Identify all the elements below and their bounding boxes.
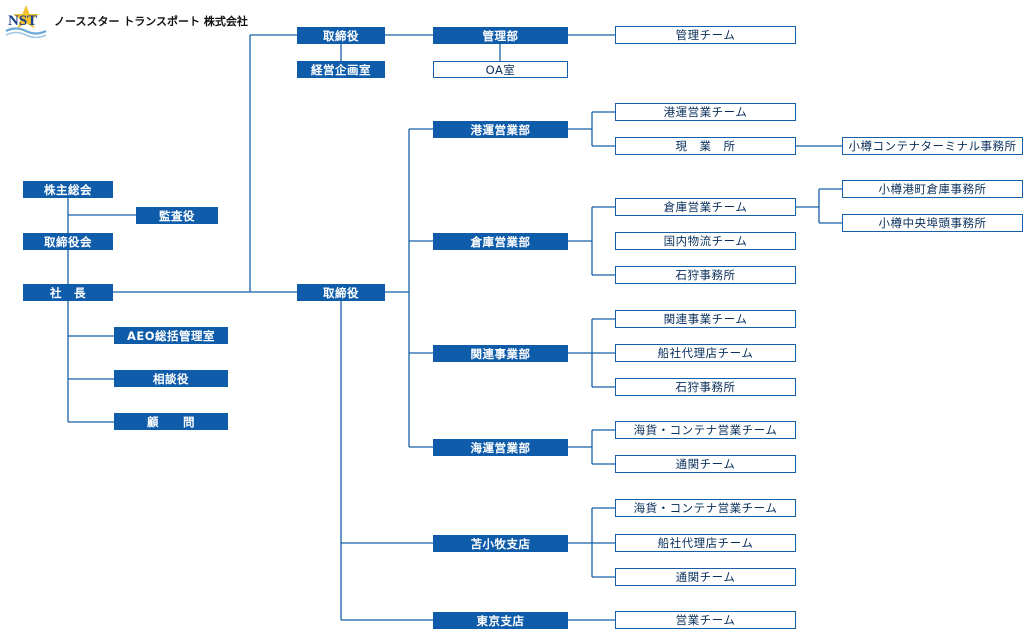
company-name: ノーススター トランスポート 株式会社	[54, 15, 248, 28]
company-logo: NST ノーススター トランスポート 株式会社	[4, 4, 248, 39]
site-office-box: 現 業 所	[615, 137, 796, 155]
port-sales-team-box: 港運営業チーム	[615, 103, 796, 121]
board-of-directors-box: 取締役会	[23, 233, 113, 250]
port-sales-dept-box: 港運営業部	[433, 121, 568, 138]
planning-office-box: 経営企画室	[297, 61, 385, 78]
logo-mark-text: NST	[8, 13, 37, 29]
otaru-minato-warehouse-office-box: 小樽港町倉庫事務所	[842, 180, 1023, 198]
domestic-logistics-team-box: 国内物流チーム	[615, 232, 796, 250]
admin-dept-box: 管理部	[433, 27, 568, 44]
auditor-box: 監査役	[136, 207, 218, 224]
director-top-box: 取締役	[297, 27, 385, 44]
shareholders-meeting-box: 株主総会	[23, 181, 113, 198]
president-box: 社 長	[23, 284, 113, 301]
customs-team-1-box: 通関チーム	[615, 455, 796, 473]
otaru-chuo-pier-office-box: 小樽中央埠頭事務所	[842, 214, 1023, 232]
related-business-dept-box: 関連事業部	[433, 345, 568, 362]
ship-agency-team-2-box: 船社代理店チーム	[615, 534, 796, 552]
aeo-office-box: AEO総括管理室	[114, 327, 228, 344]
advisor-box: 顧 問	[114, 413, 228, 430]
sales-team-box: 営業チーム	[615, 611, 796, 629]
star-icon: NST	[5, 5, 47, 39]
ship-agency-team-1-box: 船社代理店チーム	[615, 344, 796, 362]
counselor-box: 相談役	[114, 370, 228, 387]
related-business-team-box: 関連事業チーム	[615, 310, 796, 328]
warehouse-sales-dept-box: 倉庫営業部	[433, 233, 568, 250]
nst-star-logo: NST	[4, 4, 48, 39]
ishikari-office-2-box: 石狩事務所	[615, 378, 796, 396]
customs-team-2-box: 通関チーム	[615, 568, 796, 586]
warehouse-sales-team-box: 倉庫営業チーム	[615, 198, 796, 216]
oa-room-box: OA室	[433, 61, 568, 78]
ishikari-office-1-box: 石狩事務所	[615, 266, 796, 284]
container-sales-team-2-box: 海貨・コンテナ営業チーム	[615, 499, 796, 517]
tokyo-branch-box: 東京支店	[433, 612, 568, 629]
tomakomai-branch-box: 苫小牧支店	[433, 535, 568, 552]
director-mid-box: 取締役	[297, 284, 385, 301]
admin-team-box: 管理チーム	[615, 26, 796, 44]
container-sales-team-1-box: 海貨・コンテナ営業チーム	[615, 421, 796, 439]
otaru-terminal-office-box: 小樽コンテナターミナル事務所	[842, 137, 1023, 155]
marine-sales-dept-box: 海運営業部	[433, 439, 568, 456]
